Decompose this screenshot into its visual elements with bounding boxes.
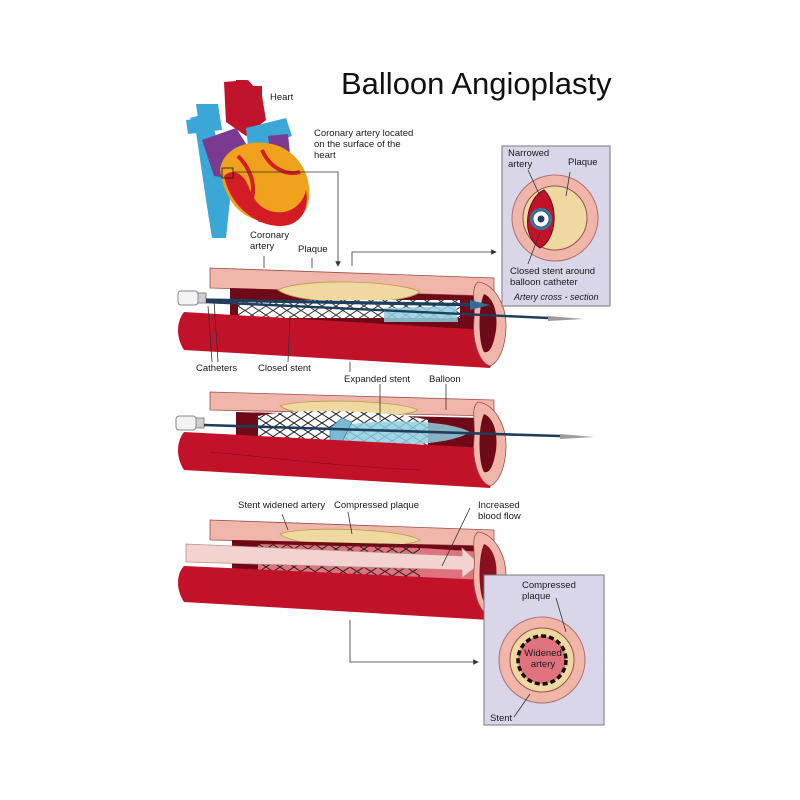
- cross-section-compressed-plaque-label: Compressed plaque: [522, 580, 576, 602]
- page-title: Balloon Angioplasty: [341, 66, 612, 101]
- artery-stage-2: [175, 391, 594, 488]
- cross-section-plaque-label: Plaque: [568, 157, 598, 168]
- leader-lines: [207, 169, 571, 718]
- stent-widened-artery-label: Stent widened artery: [238, 500, 326, 511]
- expanded-stent-label: Expanded stent: [344, 374, 411, 385]
- catheters-label: Catheters: [196, 363, 238, 374]
- stent-label: Stent: [490, 713, 513, 724]
- coronary-artery-label: Coronary artery: [250, 230, 290, 252]
- closed-stent-label: Closed stent: [258, 363, 311, 374]
- widened-artery-label: Widened artery: [524, 648, 562, 670]
- artery-stage-1: [177, 267, 584, 368]
- increased-blood-flow-label: Increased blood flow: [478, 500, 521, 522]
- narrowed-artery-label: Narrowed artery: [508, 148, 550, 170]
- plaque-label: Plaque: [298, 244, 328, 255]
- closed-stent-around-catheter-label: Closed stent around balloon catheter: [510, 266, 596, 288]
- heart-illustration: [186, 80, 310, 238]
- compressed-plaque-label: Compressed plaque: [334, 500, 420, 511]
- artery-cross-section-caption: Artery cross - section: [514, 292, 599, 302]
- heart-label: Heart: [270, 92, 294, 103]
- cross-section-2: [498, 616, 586, 704]
- cross-section-1: [511, 174, 599, 262]
- coronary-note-label: Coronary artery located on the surface o…: [314, 128, 414, 161]
- artery-stage-3: [178, 519, 507, 620]
- balloon-label: Balloon: [429, 374, 461, 385]
